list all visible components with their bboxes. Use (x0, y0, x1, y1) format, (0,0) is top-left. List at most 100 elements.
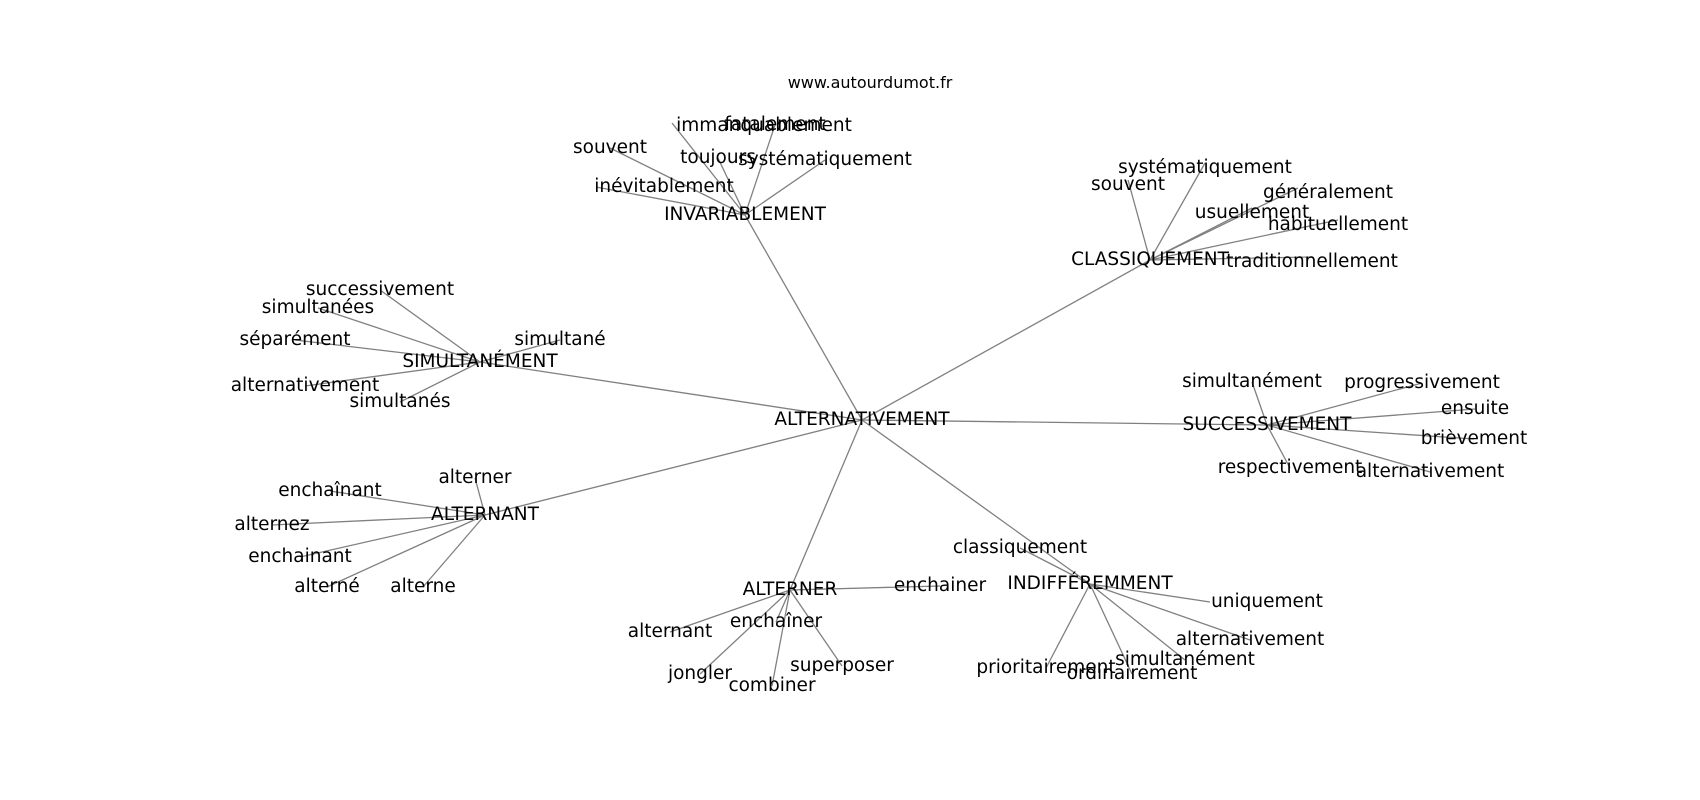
edge-classiquement-souvent (1127, 179, 1151, 261)
node-leaf-enchainant: enchaînant (278, 480, 382, 501)
node-leaf-enchainer: enchaîner (730, 611, 823, 632)
edge-successivement-respectivement (1266, 424, 1291, 469)
graph-labels: ALTERNATIVEMENT INVARIABLEMENT immanquable… (231, 114, 1528, 696)
node-leaf-systematiquement: systématiquement (738, 149, 912, 170)
node-leaf-prioritairement: prioritairement (976, 657, 1115, 678)
edge-simultanement-simultanees (317, 307, 481, 363)
node-leaf-successivement: successivement (306, 279, 454, 300)
edge-invariablement-toujours (717, 157, 746, 216)
edge-center-alterner (789, 419, 863, 591)
edge-simultanement-alternativement (304, 361, 481, 387)
node-leaf-respectivement: respectivement (1218, 457, 1363, 478)
edge-alterner-alternant (669, 589, 791, 633)
node-leaf-immanquablement: immanquablement (676, 115, 852, 136)
node-hub-successivement: SUCCESSIVEMENT (1183, 414, 1353, 435)
node-leaf-fatalement: fatalement (724, 114, 825, 135)
node-leaf-simultane: simultané (514, 329, 605, 350)
node-leaf-habituellement: habituellement (1268, 214, 1408, 235)
site-title: www.autourdumot.fr (788, 73, 953, 92)
node-leaf-souvent: souvent (573, 137, 647, 158)
graph-edges (271, 122, 1476, 687)
edge-alternant-alternez (271, 514, 486, 526)
node-hub-alterner: ALTERNER (743, 579, 838, 600)
node-hub-alternant: ALTERNANT (431, 504, 540, 525)
edge-classiquement-habituellement (1149, 219, 1339, 261)
edge-alterner-superposer (789, 589, 843, 667)
edge-center-alternant (484, 419, 863, 516)
node-leaf-progressivement: progressivement (1344, 372, 1500, 393)
edge-invariablement-inevitablement (595, 186, 746, 216)
edge-simultanement-successivement (379, 289, 481, 363)
node-leaf-alternativement: alternativement (1176, 629, 1325, 650)
node-leaf-enchainant: enchainant (248, 546, 352, 567)
edge-successivement-simultanement (1251, 381, 1268, 426)
edge-center-invariablement (744, 214, 863, 421)
edge-alterner-enchainer (789, 585, 941, 591)
edge-successivement-brievement (1266, 424, 1475, 440)
edge-alternant-alterne (422, 514, 486, 588)
node-leaf-alterner: alterner (438, 467, 511, 488)
edge-classiquement-systematiquement (1149, 162, 1206, 261)
edge-successivement-alternativement (1266, 424, 1431, 473)
node-leaf-combiner: combiner (728, 675, 816, 696)
node-leaf-generalement: généralement (1263, 182, 1393, 203)
node-leaf-enchainer: enchainer (894, 575, 987, 596)
node-leaf-ordinairement: ordinairement (1067, 663, 1198, 684)
edge-indifferemment-simultanement (1089, 583, 1186, 661)
edge-alternant-enchainant (299, 514, 486, 558)
edge-simultanement-separement (294, 339, 481, 363)
edge-invariablement-fatalement (744, 124, 776, 216)
node-leaf-alterne: alterné (294, 576, 360, 597)
node-hub-classiquement: CLASSIQUEMENT (1071, 249, 1230, 270)
node-leaf-traditionnellement: traditionnellement (1226, 251, 1398, 272)
node-leaf-simultanement: simultanément (1115, 649, 1255, 670)
edge-center-indifferemment (861, 419, 1091, 585)
node-leaf-simultanees: simultanées (262, 297, 374, 318)
node-leaf-toujours: toujours (680, 147, 756, 168)
node-leaf-brievement: brièvement (1421, 428, 1528, 449)
node-hub-simultanement: SIMULTANÉMENT (402, 350, 558, 372)
edge-successivement-progressivement (1266, 382, 1423, 426)
edge-alterner-combiner (771, 589, 791, 687)
edge-alternant-enchainant (329, 490, 486, 516)
edge-invariablement-systematiquement (744, 159, 826, 216)
node-leaf-alternez: alternez (234, 514, 309, 535)
edge-classiquement-usuellement (1149, 207, 1253, 261)
node-leaf-alterne: alterne (390, 576, 456, 597)
node-leaf-alternativement: alternativement (1356, 461, 1505, 482)
edge-indifferemment-ordinairement (1089, 583, 1133, 675)
node-leaf-souvent: souvent (1091, 174, 1165, 195)
edge-invariablement-immanquablement (671, 122, 746, 216)
node-hub-invariablement: INVARIABLEMENT (664, 204, 827, 225)
node-leaf-systematiquement: systématiquement (1118, 157, 1292, 178)
node-leaf-simultanement: simultanément (1182, 371, 1322, 392)
edge-classiquement-traditionnellement (1149, 256, 1313, 261)
edge-center-classiquement (861, 259, 1151, 421)
edge-alterner-jongler (699, 589, 791, 675)
node-leaf-ensuite: ensuite (1441, 398, 1509, 419)
node-leaf-alternativement: alternativement (231, 375, 380, 396)
node-hub-indifferemment: INDIFFÉREMMENT (1007, 572, 1173, 594)
edge-indifferemment-alternativement (1089, 583, 1251, 641)
node-center-alternativement: ALTERNATIVEMENT (774, 409, 950, 430)
edge-alternant-alterner (474, 477, 486, 516)
edge-invariablement-souvent (609, 147, 746, 216)
edge-indifferemment-uniquement (1089, 583, 1211, 603)
edge-simultanement-simultane (479, 339, 561, 363)
node-leaf-classiquement: classiquement (953, 537, 1087, 558)
edge-center-simultanement (479, 361, 863, 421)
node-leaf-jongler: jongler (667, 663, 732, 684)
node-leaf-inevitablement: inévitablement (594, 176, 734, 197)
edge-alterner-enchainer (775, 589, 791, 623)
edge-indifferemment-classiquement (1019, 547, 1091, 585)
node-leaf-alternant: alternant (628, 621, 712, 642)
edge-indifferemment-prioritairement (1045, 583, 1091, 669)
node-leaf-separement: séparément (239, 329, 350, 350)
edge-center-successivement (861, 419, 1268, 426)
node-leaf-usuellement: usuellement (1195, 202, 1310, 223)
node-leaf-uniquement: uniquement (1211, 591, 1323, 612)
edge-successivement-ensuite (1266, 408, 1476, 426)
node-leaf-simultanes: simultanés (349, 391, 450, 412)
edge-simultanement-simultanes (399, 361, 481, 403)
